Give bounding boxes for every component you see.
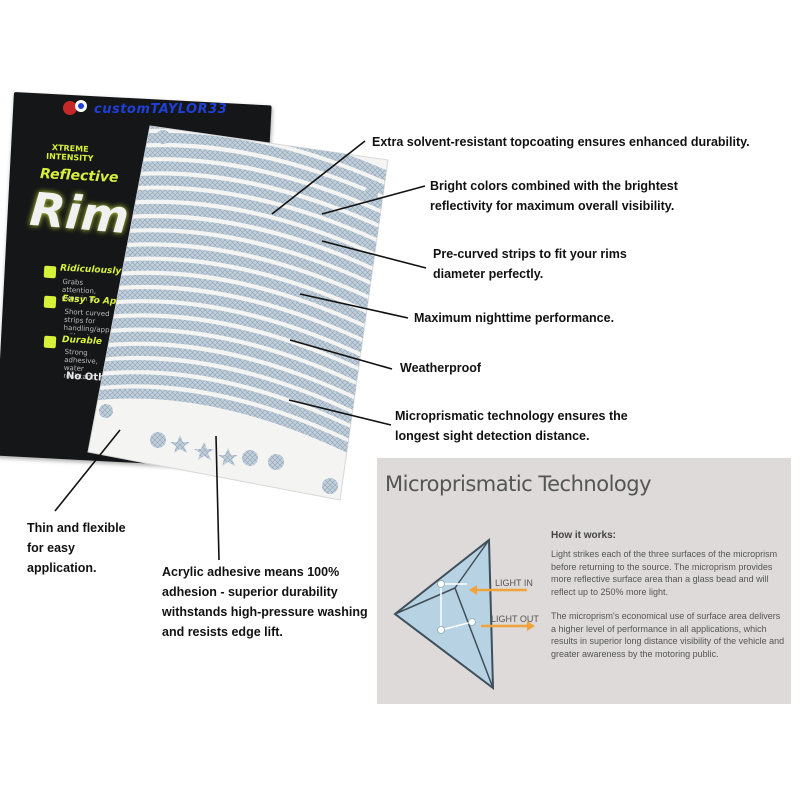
brand-name: customTAYLOR33 (94, 102, 228, 117)
round-sticker (322, 478, 338, 494)
reflective-strip (110, 203, 388, 272)
reflective-strip (92, 374, 361, 443)
reflective-strip (90, 388, 359, 457)
light-in-arrow-icon (469, 585, 527, 595)
star-sticker (218, 448, 238, 466)
light-out-arrow-icon (481, 621, 535, 631)
reflective-strip (102, 274, 377, 343)
reflective-strip (99, 303, 373, 372)
reflective-strip (114, 161, 388, 230)
reflective-strip (111, 189, 388, 258)
annotation-topcoating: Extra solvent-resistant topcoating ensur… (372, 135, 750, 149)
panel-title: Microprismatic Technology (385, 472, 652, 496)
light-out-label: LIGHT OUT (491, 614, 539, 624)
panel-paragraph: Light strikes each of the three surfaces… (551, 549, 778, 597)
reflective-strip (101, 289, 375, 357)
reflective-strip (113, 175, 388, 244)
round-sticker (268, 454, 284, 470)
round-sticker (156, 130, 170, 144)
panel-paragraph: The microprism's economical use of surfa… (551, 611, 785, 659)
round-sticker (242, 450, 258, 466)
annotation-thin: Thin and flexible for easy application. (27, 521, 126, 575)
reflective-strip (96, 331, 368, 400)
annotation-precurved: Pre-curved strips to fit your rims diame… (433, 247, 627, 281)
star-sticker (194, 442, 214, 460)
callout-line (271, 140, 366, 215)
reflective-strip (105, 246, 382, 315)
how-it-works-heading: How it works: (551, 530, 617, 541)
callout-line (288, 399, 392, 426)
round-sticker (99, 404, 113, 418)
annotation-colors: Bright colors combined with the brightes… (430, 179, 678, 213)
round-sticker (364, 187, 378, 201)
reflective-strip (116, 147, 388, 215)
callout-line (299, 293, 409, 319)
round-sticker (150, 432, 166, 448)
callout-line (289, 339, 393, 370)
star-sticker (170, 435, 190, 453)
annotation-adhesive: Acrylic adhesive means 100% adhesion - s… (162, 565, 368, 639)
callout-line (321, 185, 426, 215)
brand-logo-icon (63, 100, 87, 115)
annotation-weatherproof: Weatherproof (400, 361, 482, 375)
reflective-strip (107, 232, 384, 301)
reflective-strip (93, 360, 364, 428)
callout-line (215, 435, 220, 561)
annotation-nighttime: Maximum nighttime performance. (414, 311, 615, 325)
callout-line (321, 240, 427, 269)
callout-line (54, 429, 121, 512)
light-in-label: LIGHT IN (495, 578, 533, 588)
reflective-strip (117, 132, 388, 201)
reflective-strip (108, 218, 387, 286)
microprism-diagram (393, 537, 535, 691)
reflective-strip (98, 317, 370, 386)
reflective-strips (90, 126, 388, 457)
reflective-strip (104, 260, 380, 329)
reflective-strip (95, 345, 366, 414)
microprismatic-panel: Microprismatic Technology LIGHT IN LIGHT… (377, 458, 791, 704)
annotation-microprismatic: Microprismatic technology ensures the lo… (395, 409, 628, 443)
